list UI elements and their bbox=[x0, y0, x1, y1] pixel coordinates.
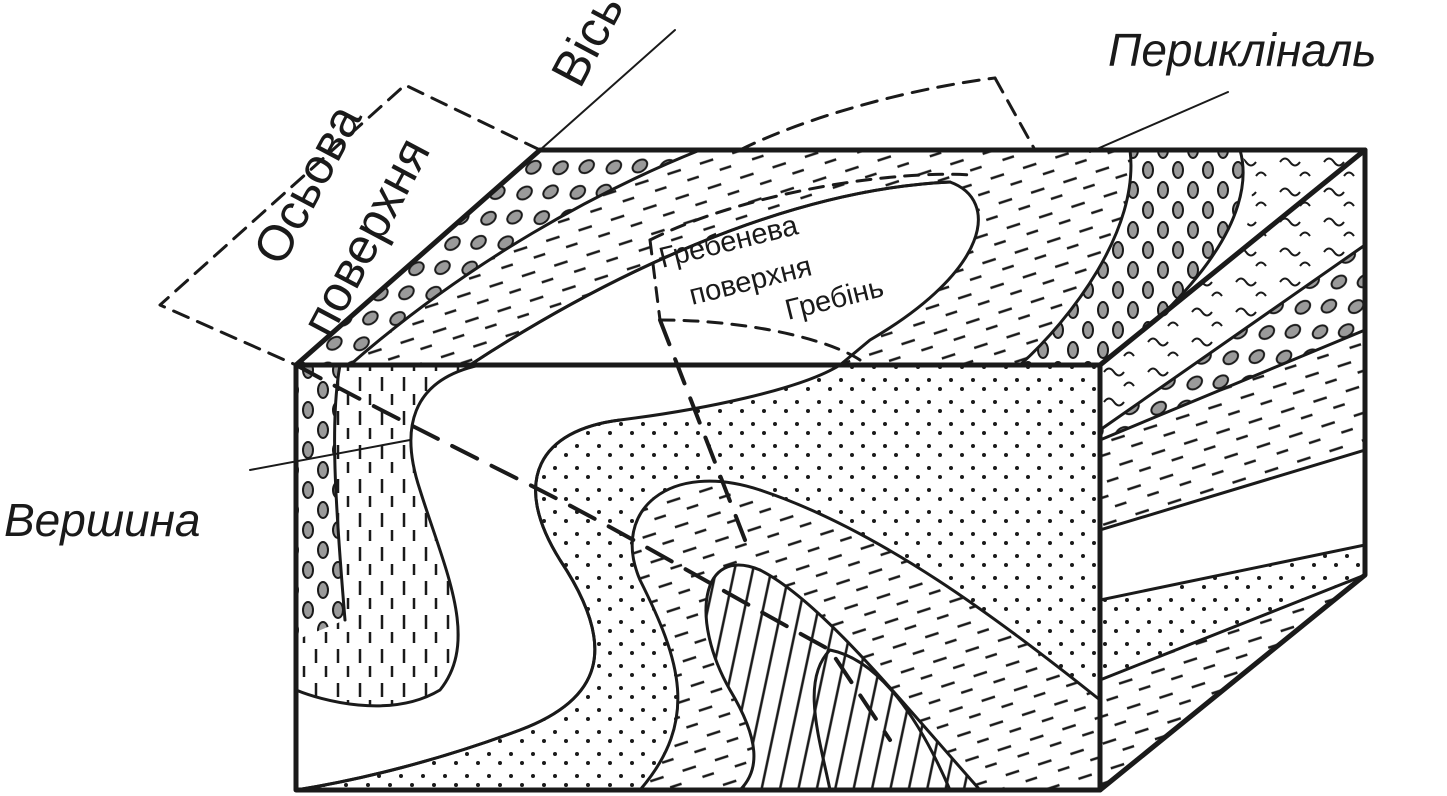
front-left-pebbles bbox=[296, 365, 345, 640]
front-left-shale bbox=[296, 365, 480, 706]
side-squiggle-band bbox=[1100, 150, 1365, 430]
top-right-shale bbox=[840, 150, 1131, 365]
block-outline bbox=[293, 147, 1368, 793]
label-axis: Вісь bbox=[540, 0, 634, 95]
crest-surface-outline bbox=[648, 172, 972, 362]
pericline-leader bbox=[1089, 91, 1229, 153]
top-face bbox=[296, 150, 1365, 365]
top-pebble-band bbox=[296, 150, 700, 365]
axial-surface-outline bbox=[158, 76, 1037, 367]
axial-trace bbox=[294, 363, 892, 742]
front-sand-layer bbox=[300, 365, 1100, 790]
side-sand-band bbox=[1100, 545, 1365, 680]
vertex-leader bbox=[249, 439, 411, 471]
top-right-pebbles bbox=[1020, 150, 1244, 365]
leader-lines bbox=[249, 29, 1229, 471]
front-inner-shale bbox=[632, 481, 1100, 790]
side-shale-band bbox=[1100, 330, 1365, 530]
label-vertex: Вершина bbox=[4, 494, 201, 546]
top-shale-band bbox=[350, 150, 1040, 365]
label-pericline: Перикліналь bbox=[1108, 24, 1376, 76]
side-pebble-band bbox=[1100, 245, 1365, 440]
axis-leader bbox=[539, 29, 676, 151]
